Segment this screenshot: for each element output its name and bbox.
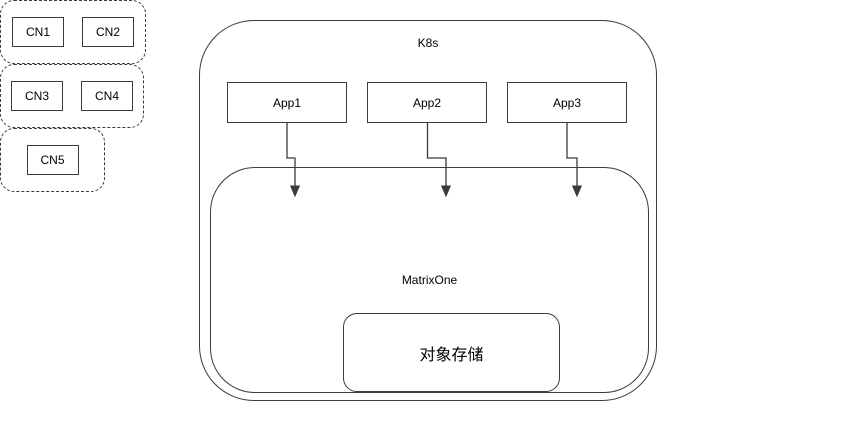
app2-node: App2 (367, 82, 487, 123)
app3-node: App3 (507, 82, 627, 123)
matrixone-label: MatrixOne (401, 273, 458, 287)
cn1-node: CN1 (12, 17, 64, 47)
app1-node: App1 (227, 82, 347, 123)
app2-label: App2 (412, 95, 442, 110)
app1-label: App1 (272, 95, 302, 110)
cn4-node: CN4 (81, 81, 133, 111)
cn2-node: CN2 (82, 17, 134, 47)
cn5-node: CN5 (26, 145, 79, 175)
app3-label: App3 (552, 95, 582, 110)
cn3-label: CN3 (24, 89, 49, 103)
k8s-label: K8s (417, 36, 439, 50)
cn-group-3: CN5 (0, 128, 105, 192)
cn5-label: CN5 (40, 153, 65, 167)
cn-group-2: CN3 CN4 (0, 64, 144, 128)
cn-group-1: CN1 CN2 (0, 0, 146, 64)
cn2-label: CN2 (95, 25, 120, 39)
object-storage-label: 对象存储 (419, 346, 484, 364)
cn1-label: CN1 (25, 25, 50, 39)
cn3-node: CN3 (11, 81, 63, 111)
cn4-label: CN4 (94, 89, 119, 103)
object-storage-node: 对象存储 (343, 313, 560, 392)
